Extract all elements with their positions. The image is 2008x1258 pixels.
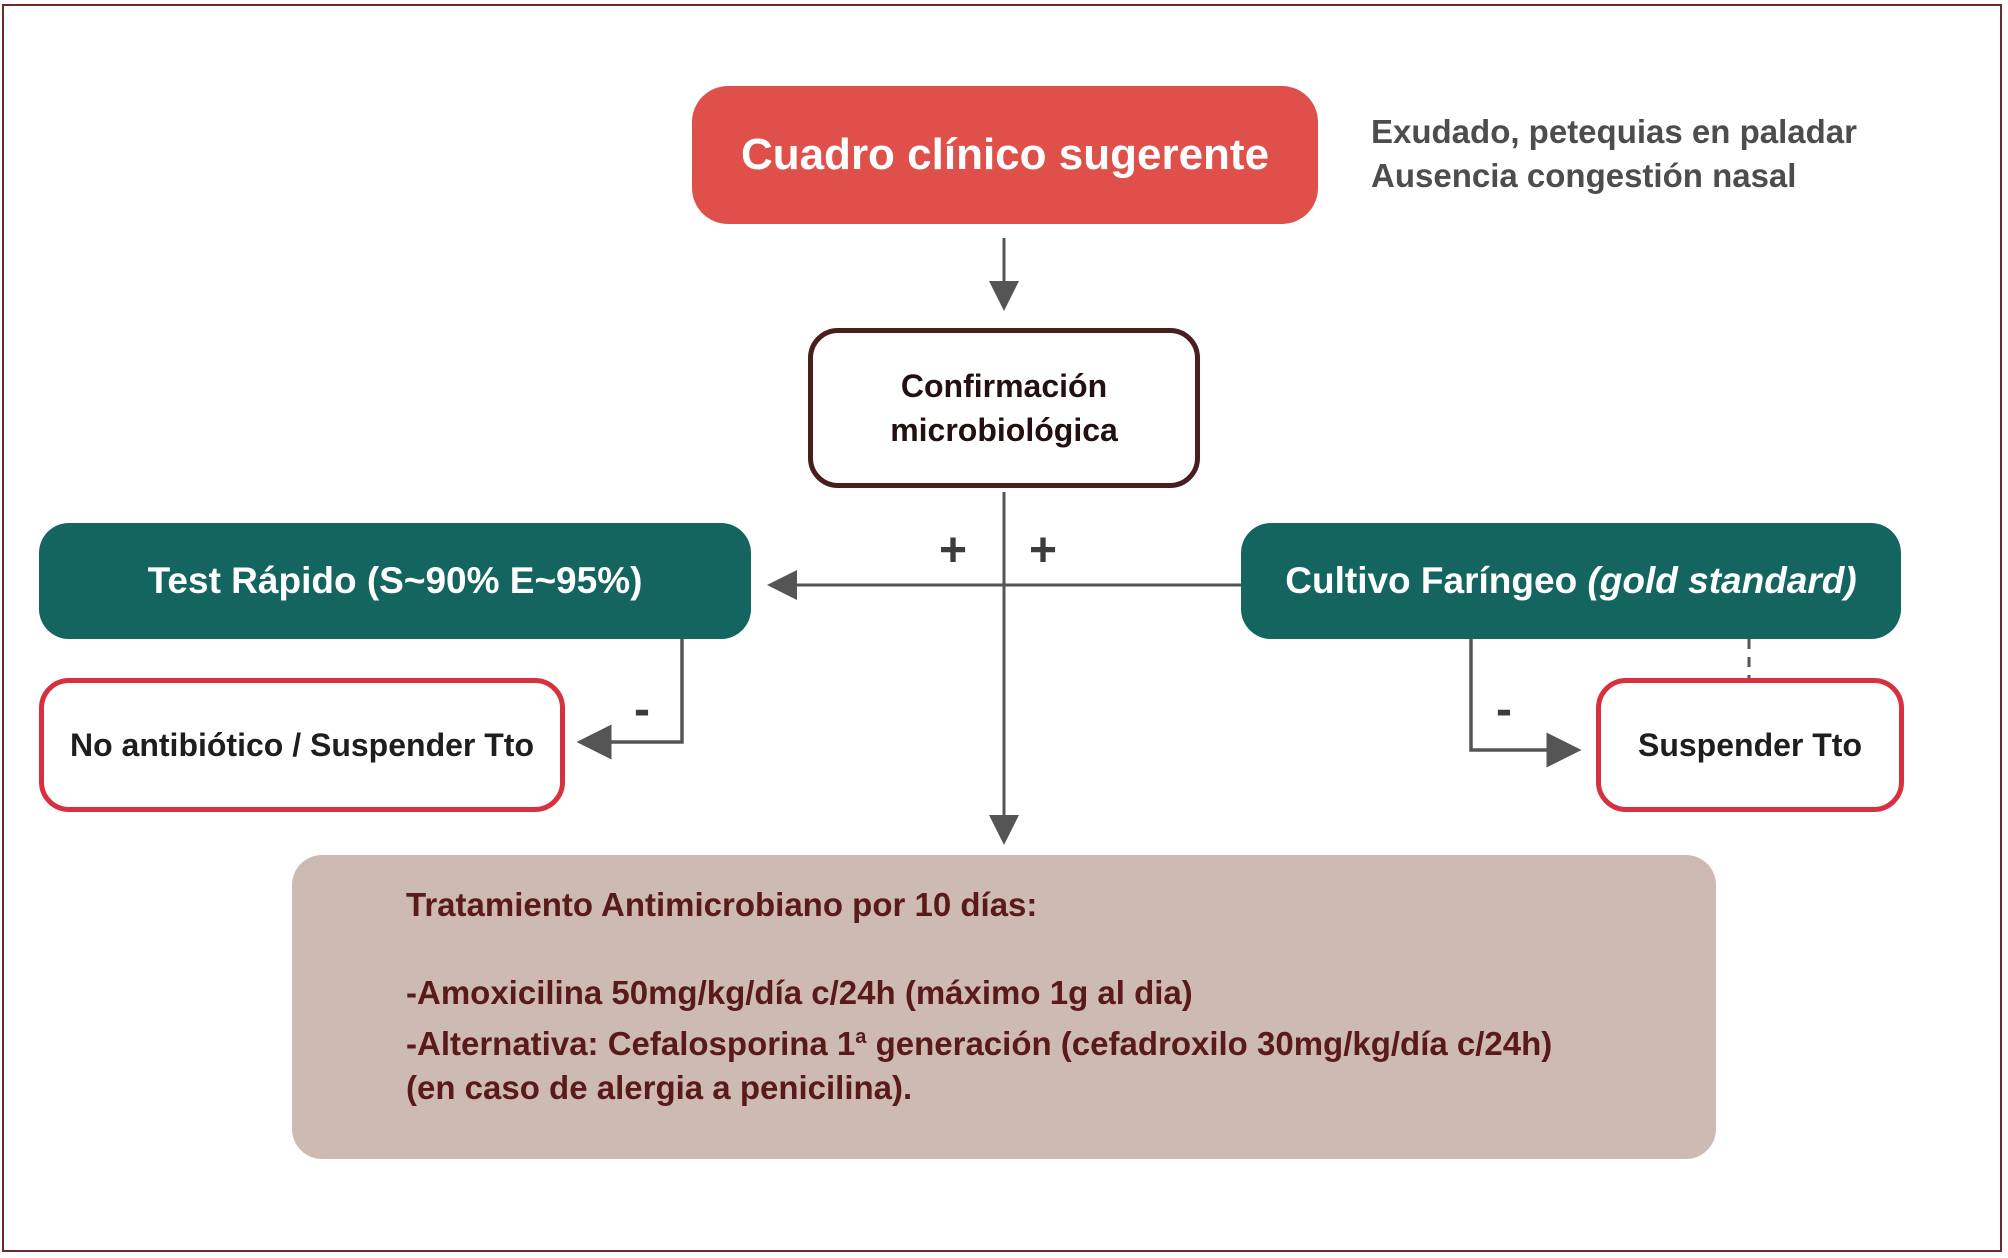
arrow-rapid-test-negative — [576, 639, 684, 760]
clinical-sign-line-1: Exudado, petequias en paladar — [1371, 113, 1857, 150]
treatment-line-allergy: (en caso de alergia a penicilina). — [406, 1069, 913, 1106]
diagram-frame — [2, 4, 2002, 1252]
treatment-spacer — [406, 927, 1716, 971]
stop-treatment-node: Suspender Tto — [1596, 678, 1904, 812]
throat-culture-label-italic: (gold standard) — [1587, 560, 1857, 601]
treatment-line-amoxicillin: -Amoxicilina 50mg/kg/día c/24h (máximo 1… — [406, 974, 1193, 1011]
treatment-alternative-post: generación (cefadroxilo 30mg/kg/día c/24… — [866, 1025, 1553, 1062]
treatment-alternative-pre: -Alternativa: Cefalosporina 1 — [406, 1025, 856, 1062]
confirmation-label-line-2: microbiológica — [890, 412, 1118, 448]
clinical-suggestive-node: Cuadro clínico sugerente — [692, 86, 1318, 224]
treatment-title: Tratamiento Antimicrobiano por 10 días: — [406, 886, 1038, 923]
confirmation-label-line-1: Confirmación — [900, 368, 1108, 404]
clinical-sign-line-2: Ausencia congestión nasal — [1371, 157, 1797, 194]
throat-culture-node: Cultivo Faríngeo (gold standard) — [1241, 523, 1901, 639]
treatment-alternative-superscript: a — [855, 1026, 867, 1048]
treatment-line-alternative: -Alternativa: Cefalosporina 1a generació… — [406, 1015, 1716, 1066]
plus-sign-left: + — [939, 524, 968, 577]
plus-sign-right: + — [1029, 524, 1058, 577]
microbiological-confirmation-node: Confirmación microbiológica — [808, 328, 1200, 488]
stop-treatment-label: Suspender Tto — [1637, 726, 1862, 763]
no-antibiotic-label: No antibiótico / Suspender Tto — [70, 726, 534, 763]
minus-sign-right: - — [1496, 683, 1512, 736]
rapid-test-node: Test Rápido (S~90% E~95%) — [39, 523, 751, 639]
minus-sign-left: - — [634, 683, 650, 736]
arrow-culture-negative — [1469, 639, 1582, 768]
throat-culture-label-main: Cultivo Faríngeo — [1285, 560, 1578, 601]
no-antibiotic-node: No antibiótico / Suspender Tto — [39, 678, 565, 812]
clinical-signs-note: Exudado, petequias en paladar Ausencia c… — [1371, 110, 1857, 198]
throat-culture-label: Cultivo Faríngeo (gold standard) — [1285, 560, 1856, 602]
clinical-suggestive-label: Cuadro clínico sugerente — [740, 130, 1270, 179]
rapid-test-label: Test Rápido (S~90% E~95%) — [147, 560, 643, 601]
antimicrobial-treatment-box: Tratamiento Antimicrobiano por 10 días: … — [292, 855, 1716, 1159]
